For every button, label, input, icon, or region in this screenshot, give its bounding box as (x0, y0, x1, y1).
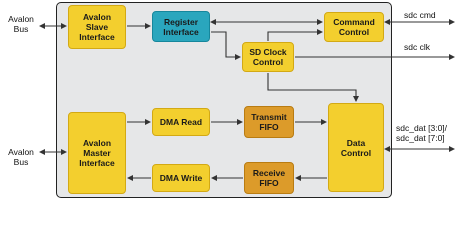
dma-write-block: DMA Write (152, 164, 210, 192)
avalon-bus-bottom-label: Avalon Bus (8, 147, 34, 167)
avalon-bus-top-label: Avalon Bus (8, 14, 34, 34)
transmit-fifo-block: Transmit FIFO (244, 106, 294, 138)
sdc-dat-label: sdc_dat [3:0]/ sdc_dat [7:0] (396, 123, 448, 143)
receive-fifo-block: Receive FIFO (244, 162, 294, 194)
sd-clock-control-block: SD Clock Control (242, 42, 294, 72)
avalon-master-interface-block: Avalon Master Interface (68, 112, 126, 194)
sdc-clk-label: sdc clk (404, 42, 430, 52)
dma-read-block: DMA Read (152, 108, 210, 136)
command-control-block: Command Control (324, 12, 384, 42)
data-control-block: Data Control (328, 103, 384, 192)
sdc-cmd-label: sdc cmd (404, 10, 436, 20)
avalon-slave-interface-block: Avalon Slave Interface (68, 5, 126, 49)
register-interface-block: Register Interface (152, 11, 210, 42)
